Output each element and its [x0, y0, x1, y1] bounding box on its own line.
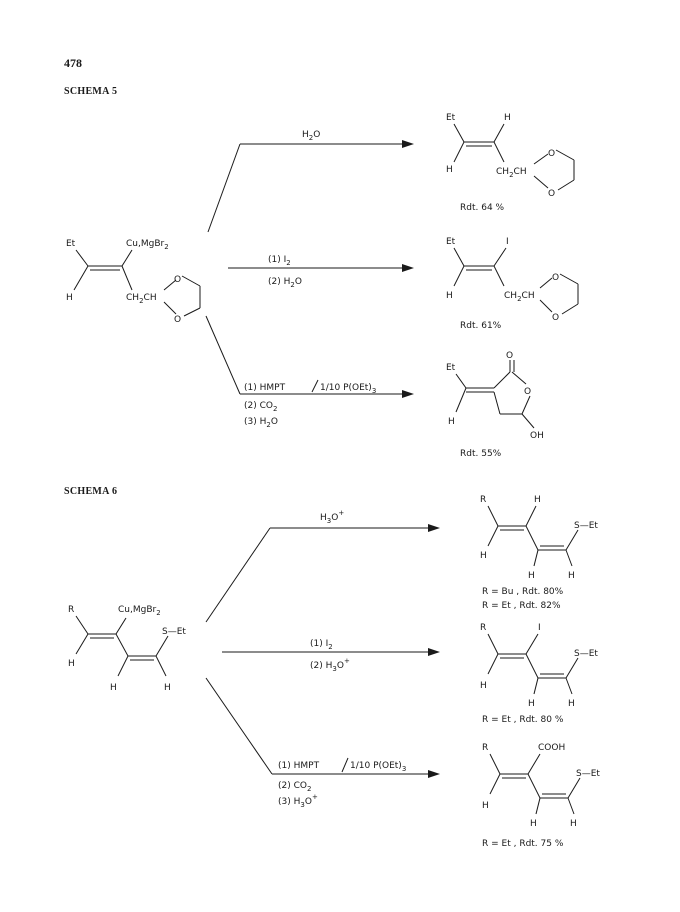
s6-p2-cond-2: (2) H3O+: [310, 657, 350, 673]
schema-6-reagent: R Cu,MgBr2 H S—Et H H: [68, 605, 186, 693]
s5-p3-yield: Rdt. 55%: [460, 449, 502, 459]
s5-p3-cond-1: (1) HMPT: [244, 383, 286, 393]
p3-h: H: [448, 417, 455, 427]
s6-p3-cond-3: (3) H3O+: [278, 793, 318, 809]
schema-5-path-3: (1) HMPT 1/10 P(OEt)3 (2) CO2 (3) H2O: [205, 315, 414, 429]
s6-p3-cond-1: (1) HMPT: [278, 761, 320, 771]
schema-5-product-1: Et H H CH2CH O O Rdt. 64 %: [446, 113, 575, 213]
p2-h: H: [446, 291, 453, 301]
p1-et: Et: [446, 113, 456, 123]
s6p2-h3: H: [568, 699, 575, 709]
s6-p1-yield-2: R = Et , Rdt. 82%: [482, 601, 561, 611]
s6p2-i: I: [538, 623, 541, 633]
schema-5-title: SCHEMA 5: [64, 86, 118, 97]
p2-et: Et: [446, 237, 456, 247]
reagent5-ch2ch-label: CH2CH: [126, 293, 157, 305]
s6p1-r: R: [480, 495, 486, 505]
schema-5-product-2: Et I H CH2CH O O Rdt. 61%: [446, 237, 579, 331]
schema-5-product-3: Et H O O OH Rdt. 55%: [446, 351, 544, 459]
s6p3-set: S—Et: [576, 769, 600, 779]
schema-6-product-3: R COOH H S—Et H H R = Et , Rdt. 75 %: [482, 743, 600, 849]
s5-p2-cond-1: (1) I2: [268, 255, 291, 267]
s6p3-cooh: COOH: [538, 743, 565, 753]
s6p2-h2: H: [528, 699, 535, 709]
schema-5-path-1: H2O: [207, 130, 414, 233]
reagent5-o1-label: O: [174, 275, 181, 285]
s6p1-h-top: H: [534, 495, 541, 505]
schema-5-path-2: (1) I2 (2) H2O: [228, 255, 414, 289]
reagent6-r-label: R: [68, 605, 74, 615]
s6-p1-yield-1: R = Bu , Rdt. 80%: [482, 587, 564, 597]
s5-p3-cond-3: (3) H2O: [244, 417, 278, 429]
schema-6-product-2: R I H S—Et H H R = Et , Rdt. 80 %: [480, 623, 598, 725]
s6p1-h2: H: [528, 571, 535, 581]
s6-p3-cond-2: (2) CO2: [278, 781, 311, 793]
p2-o1: O: [552, 273, 559, 283]
s6p2-set: S—Et: [574, 649, 598, 659]
s6-p2-yield: R = Et , Rdt. 80 %: [482, 715, 564, 725]
s6p2-r: R: [480, 623, 486, 633]
reagent6-set: S—Et: [162, 627, 186, 637]
s6-p2-cond-1: (1) I2: [310, 639, 333, 651]
s5-p3-cond-2: (2) CO2: [244, 401, 277, 413]
s5-p1-condition: H2O: [302, 130, 320, 142]
p1-ch2ch: CH2CH: [496, 167, 527, 179]
s6-p3-yield: R = Et , Rdt. 75 %: [482, 839, 564, 849]
s6p1-h1: H: [480, 551, 487, 561]
p2-ch2ch: CH2CH: [504, 291, 535, 303]
p3-oh: OH: [530, 431, 544, 441]
p2-i: I: [506, 237, 509, 247]
reagent5-o2-label: O: [174, 315, 181, 325]
p1-o1: O: [548, 149, 555, 159]
s6p3-h2: H: [530, 819, 537, 829]
s6-p1-condition: H3O+: [320, 509, 344, 525]
reagent6-h2: H: [110, 683, 117, 693]
p1-h1: H: [504, 113, 511, 123]
schema-5-reagent: Et Cu,MgBr2 H CH2CH O O: [66, 239, 201, 325]
reagent6-cu-label: Cu,MgBr2: [118, 605, 161, 617]
p1-o2: O: [548, 189, 555, 199]
s6p3-h1: H: [482, 801, 489, 811]
s5-p2-cond-2: (2) H2O: [268, 277, 302, 289]
s6p3-h3: H: [570, 819, 577, 829]
s6p3-r: R: [482, 743, 488, 753]
p3-et: Et: [446, 363, 456, 373]
schema-6-path-2: (1) I2 (2) H3O+: [222, 639, 440, 673]
reagent5-cu-label: Cu,MgBr2: [126, 239, 169, 251]
page-number: 478: [64, 56, 82, 70]
s6p1-set: S—Et: [574, 521, 598, 531]
reagent5-et-label: Et: [66, 239, 76, 249]
reagent6-h1: H: [68, 659, 75, 669]
schema-6-path-1: H3O+: [205, 509, 440, 623]
schema-6-path-3: (1) HMPT 1/10 P(OEt)3 (2) CO2 (3) H3O+: [205, 677, 440, 809]
p3-o-ring: O: [524, 387, 531, 397]
s5-p1-yield: Rdt. 64 %: [460, 203, 505, 213]
p1-h2: H: [446, 165, 453, 175]
reagent5-h-label: H: [66, 293, 73, 303]
s5-p2-yield: Rdt. 61%: [460, 321, 502, 331]
reagent6-h3: H: [164, 683, 171, 693]
s6-p3-cond-1b: 1/10 P(OEt)3: [350, 761, 406, 773]
p2-o2: O: [552, 313, 559, 323]
schema-6-title: SCHEMA 6: [64, 486, 118, 497]
s6p2-h1: H: [480, 681, 487, 691]
schema-6-product-1: R H H S—Et H H R = Bu , Rdt. 80% R = Et …: [480, 495, 598, 611]
s6p1-h3: H: [568, 571, 575, 581]
p3-o-carbonyl: O: [506, 351, 513, 361]
s5-p3-cond-1b: 1/10 P(OEt)3: [320, 383, 376, 395]
